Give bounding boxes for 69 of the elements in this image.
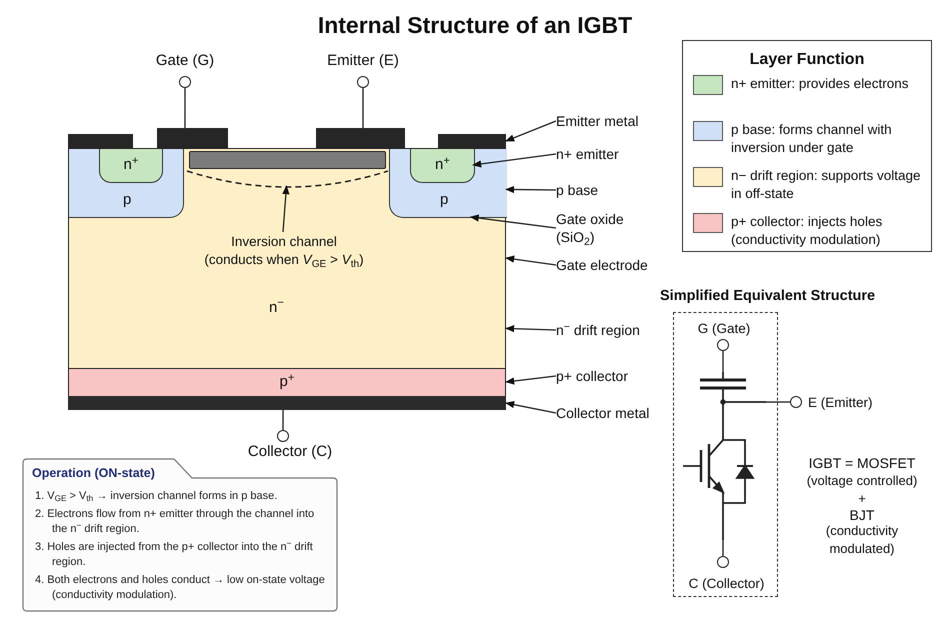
section-heading: Simplified Equivalent Structure <box>660 287 876 306</box>
inversion-channel-line <box>187 171 388 187</box>
legend-title: Layer Function <box>748 50 866 70</box>
legend-label: n+ emitter: provides electrons <box>731 75 910 93</box>
p-base-region <box>389 149 507 218</box>
note-list-item: 3. Holes are injected from the p+ collector into the n$^{−}$ drift region. <box>34 540 314 570</box>
leader-line <box>505 120 556 142</box>
callout-label: n+ emitter <box>556 145 656 163</box>
leader-line <box>505 256 556 266</box>
emitter-metal-pad <box>316 128 405 148</box>
region-label: p <box>123 190 132 210</box>
equation-text: (voltage controlled) <box>806 472 918 490</box>
equation-text: BJT <box>848 506 876 525</box>
arrow <box>282 185 290 232</box>
circuit-wire <box>722 540 724 556</box>
terminal-label: G (Gate) <box>696 320 752 338</box>
leader-line <box>472 153 556 168</box>
equation-text: + <box>857 490 867 508</box>
emitter-metal-pad <box>68 134 133 148</box>
callout-label: Collector metal <box>556 404 666 422</box>
leader-line <box>505 186 556 194</box>
note-list-item: 2. Electrons flow from n+ emitter through the channel into the n$^{−}$ drift region. <box>34 506 316 537</box>
terminal-label: Gate (G) <box>154 51 216 71</box>
igbt-symbol-drawing <box>682 372 766 540</box>
terminal-wire <box>184 88 186 128</box>
legend-label: p+ collector: injects holes (conductivity modulation) <box>731 213 884 249</box>
leader-line <box>505 375 556 385</box>
callout-label: n$^{−}$ drift region <box>556 321 666 339</box>
region-label: p <box>440 190 448 210</box>
equation-text: (conductivity modulated) <box>824 522 900 558</box>
emitter-region <box>99 149 163 183</box>
region-label: n$^{+}$ <box>124 154 138 176</box>
callout-label: p+ collector <box>556 367 656 385</box>
collector-layer <box>68 368 506 396</box>
gate-metal-pad <box>157 128 228 148</box>
gate-electrode-bar <box>189 151 386 169</box>
note-list-item: 1. V$_{GE}$ > V$_{th}$ → inversion channel forms in p base. <box>34 488 278 504</box>
terminal-wire <box>282 410 284 430</box>
region-label: p$^{+}$ <box>280 371 294 392</box>
p-base-region <box>69 149 184 218</box>
terminal-label: C (Collector) <box>688 575 766 593</box>
callout-label: Gate oxide (SiO$_{2}$) <box>556 210 646 246</box>
page-title: Internal Structure of an IGBT <box>316 11 634 40</box>
leader-line <box>505 325 556 332</box>
legend-label: n− drift region: supports voltage in off-state <box>731 167 921 203</box>
legend-label: p base: forms channel with inversion under gate <box>731 121 893 157</box>
operation-note-card <box>22 458 338 612</box>
note-heading: Operation (ON-state) <box>32 465 156 482</box>
drift-region <box>68 148 506 368</box>
note-list-item: 4. Both electrons and holes conduct → low on-state voltage (conductivity modulation). <box>34 572 326 603</box>
circuit-wire <box>766 401 790 403</box>
circuit-wire <box>722 351 724 372</box>
callout-label: p base <box>556 181 656 199</box>
leader-line <box>505 401 556 414</box>
dashed-group-box <box>673 312 778 597</box>
terminal-label: Emitter (E) <box>326 51 400 71</box>
collector-metal-bar <box>68 396 506 410</box>
emitter-metal-pad <box>438 134 506 148</box>
terminal-label: Collector (C) <box>246 442 334 462</box>
equation-text: IGBT = MOSFET <box>808 454 916 473</box>
leader-line <box>470 214 556 229</box>
emitter-region <box>410 149 475 183</box>
callout-label: Inversion channel (conducts when V$_{GE}$ > V$_{th}$) <box>202 233 366 271</box>
region-label: n$^{−}$ <box>269 297 284 318</box>
callout-label: Emitter metal <box>556 112 656 130</box>
terminal-wire <box>362 88 364 128</box>
callout-label: Gate electrode <box>556 256 666 274</box>
region-label: n$^{+}$ <box>435 154 450 176</box>
terminal-label: E (Emitter) <box>808 394 874 412</box>
